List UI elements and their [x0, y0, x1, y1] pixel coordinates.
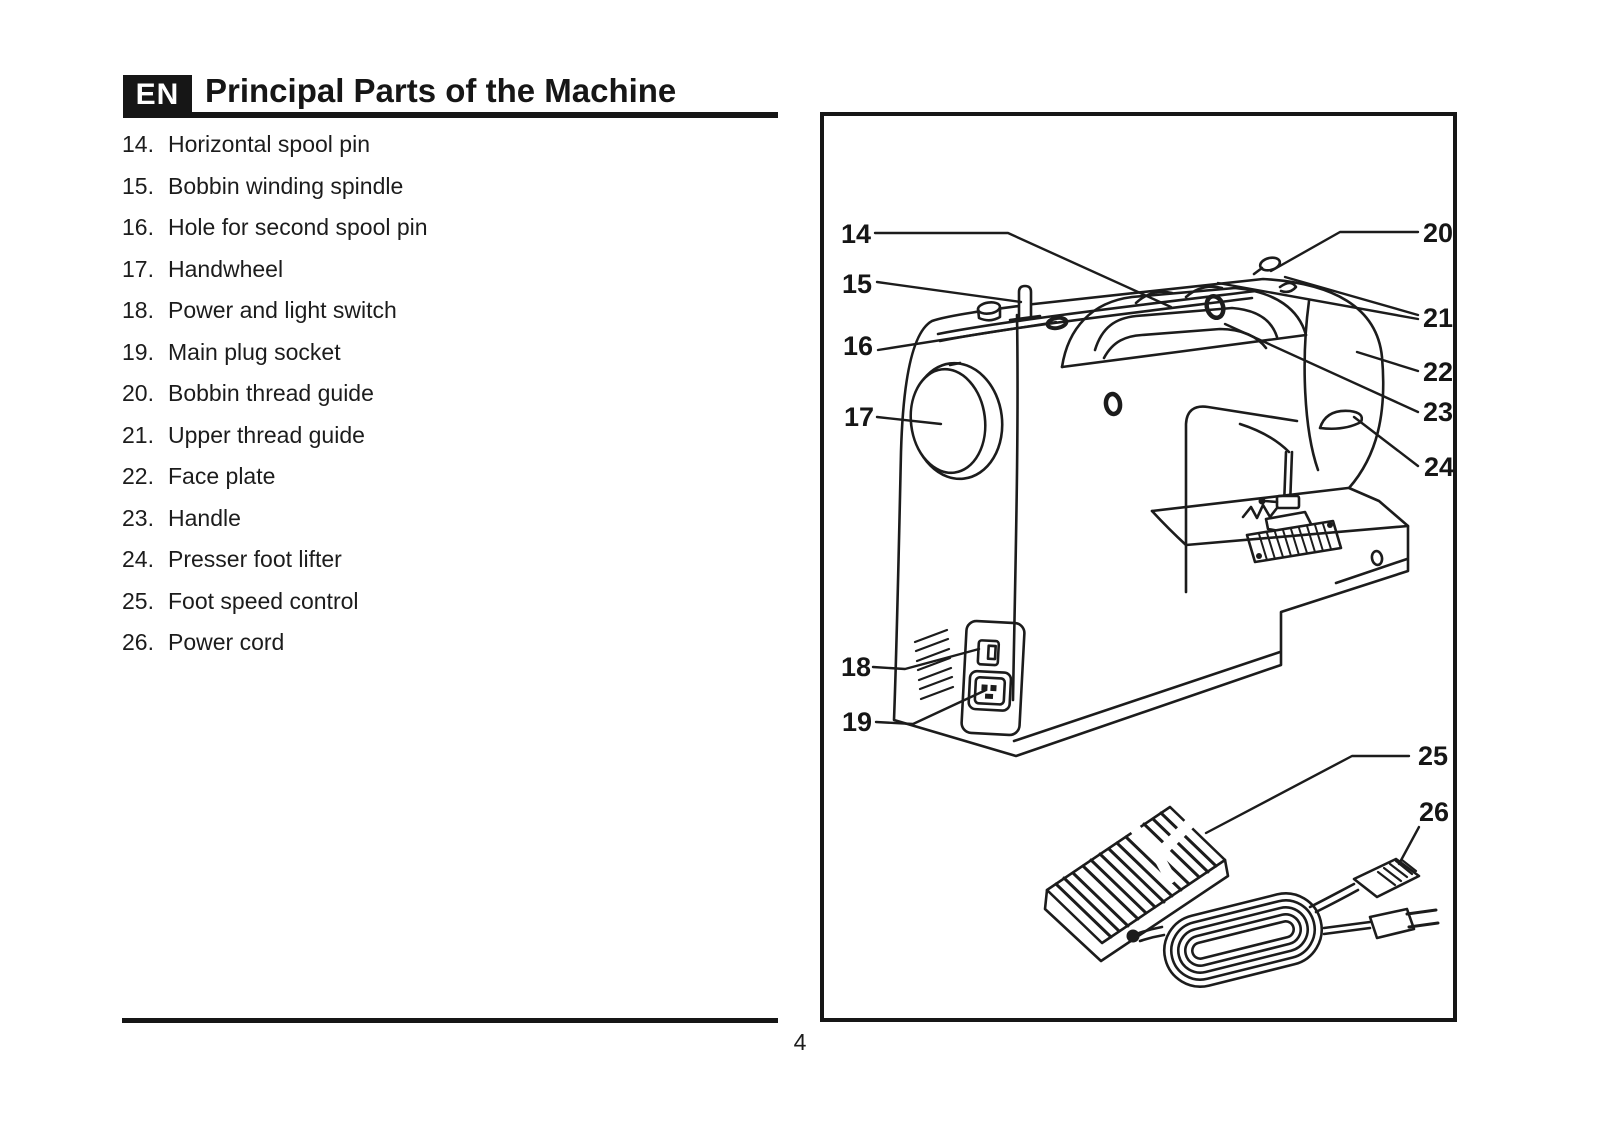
part-label: Bobbin winding spindle [168, 172, 404, 199]
title-rule [123, 112, 778, 118]
callout-26: 26 [1419, 797, 1449, 827]
machine-diagram: 14 15 16 17 18 19 20 21 22 23 24 25 26 [841, 218, 1454, 988]
callout-19: 19 [842, 707, 872, 737]
part-label: Face plate [168, 463, 276, 489]
plug-prongs [1405, 908, 1440, 929]
plug-socket [967, 669, 1013, 712]
vent-slats [913, 628, 955, 701]
page-title: Principal Parts of the Machine [205, 72, 677, 109]
part-number: 25. [122, 587, 154, 614]
cord-exit [1126, 929, 1140, 943]
callout-24: 24 [1424, 452, 1453, 482]
part-label: Presser foot lifter [168, 546, 342, 572]
handwheel [909, 361, 1004, 481]
list-item: 18. Power and light switch [122, 297, 428, 339]
list-item: 22. Face plate [122, 463, 428, 505]
list-item: 17. Handwheel [122, 256, 428, 298]
part-label: Main plug socket [168, 338, 341, 365]
pedal-ribs [1054, 811, 1218, 939]
part-number: 16. [122, 214, 154, 240]
callout-25: 25 [1418, 741, 1448, 771]
handle-hole [1204, 294, 1226, 320]
part-label: Horizontal spool pin [168, 131, 371, 157]
part-label: Bobbin thread guide [168, 380, 374, 406]
body-seam [1011, 313, 1019, 702]
machine-outline [892, 277, 1410, 758]
callout-14: 14 [841, 219, 871, 249]
switch-panel [960, 619, 1026, 737]
upper-thread-guide [1278, 281, 1298, 294]
part-label: Power and light switch [168, 297, 397, 323]
part-number: 17. [122, 255, 154, 282]
list-item: 16. Hole for second spool pin [122, 214, 428, 256]
back-face-hole [1103, 391, 1123, 417]
base-hole [1370, 549, 1384, 567]
list-item: 25. Foot speed control [122, 588, 428, 630]
part-number: 22. [122, 463, 154, 489]
callout-21: 21 [1423, 303, 1453, 333]
carrying-handle [1060, 286, 1308, 369]
rear-cover-panel [1184, 405, 1299, 594]
leader-lines [871, 230, 1421, 866]
wall-plug [1322, 907, 1440, 940]
part-label: Hole for second spool pin [168, 214, 428, 240]
face-plate-seam [1303, 299, 1320, 472]
power-cord [1137, 857, 1440, 988]
part-number: 19. [122, 338, 154, 365]
foot-pedal [1043, 805, 1230, 963]
part-number: 21. [122, 421, 154, 448]
power-switch [976, 639, 1001, 667]
needle-plate [1245, 519, 1343, 564]
callout-18: 18 [841, 652, 871, 682]
callout-17: 17 [844, 402, 874, 432]
language-badge: EN [123, 75, 192, 115]
list-item: 26. Power cord [122, 629, 428, 671]
thread-guide-curls [1134, 285, 1224, 305]
part-label: Foot speed control [168, 587, 359, 614]
part-label: Handle [168, 504, 241, 531]
footer-rule [122, 1018, 778, 1023]
page-number: 4 [793, 1029, 807, 1055]
part-number: 15. [122, 172, 154, 199]
callout-23: 23 [1423, 397, 1453, 427]
list-item: 24. Presser foot lifter [122, 546, 428, 588]
callout-16: 16 [843, 331, 873, 361]
callout-labels: 14 15 16 17 18 19 20 21 22 23 24 25 26 [841, 218, 1454, 827]
callout-15: 15 [842, 269, 872, 299]
callout-22: 22 [1423, 357, 1453, 387]
winder-stop-knob [976, 301, 1002, 322]
part-number: 23. [122, 504, 154, 531]
bobbin-thread-guide [1252, 256, 1282, 276]
part-number: 24. [122, 546, 154, 572]
part-label: Handwheel [168, 255, 284, 282]
part-number: 20. [122, 380, 154, 406]
machine-connector [1308, 857, 1421, 914]
cord-coil [1163, 892, 1323, 988]
diagram-frame: 14 15 16 17 18 19 20 21 22 23 24 25 26 [820, 112, 1457, 1022]
bobbin-winding-spindle [1008, 284, 1042, 322]
part-label: Power cord [168, 629, 285, 655]
parts-list: 14. Horizontal spool pin 15. Bobbin windin… [122, 131, 428, 671]
presser-foot-lifter [1318, 409, 1364, 431]
callout-20: 20 [1423, 218, 1453, 248]
list-item: 14. Horizontal spool pin [122, 131, 428, 173]
list-item: 15. Bobbin winding spindle [122, 173, 428, 215]
part-number: 26. [122, 629, 154, 655]
list-item: 23. Handle [122, 505, 428, 547]
machine-base [1012, 486, 1410, 743]
part-number: 18. [122, 297, 154, 323]
list-item: 19. Main plug socket [122, 339, 428, 381]
part-number: 14. [122, 131, 154, 157]
list-item: 20. Bobbin thread guide [122, 380, 428, 422]
list-item: 21. Upper thread guide [122, 422, 428, 464]
second-spool-pin-hole [1045, 315, 1069, 331]
part-label: Upper thread guide [168, 421, 365, 448]
arm-underside [1238, 422, 1291, 454]
pedal-divider [1121, 812, 1195, 884]
